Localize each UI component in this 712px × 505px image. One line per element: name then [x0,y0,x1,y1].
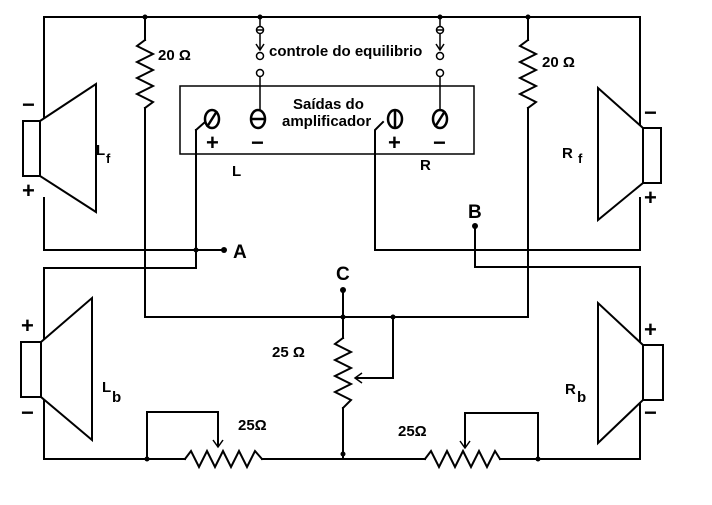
resistor-front-left-label: 20 Ω [158,47,191,64]
terminal-r-minus-sign: − [433,130,446,155]
speaker-back-right-sub: b [577,389,586,406]
potentiometer-bottom-right-label: 25Ω [398,423,427,440]
potentiometer-bottom-left [146,411,264,470]
bottom-loop-wires [43,249,641,460]
speaker-back-left-top-sign: + [21,313,34,338]
resistor-front-right-label: 20 Ω [542,54,575,71]
speaker-back-right-bottom-sign: − [644,400,657,425]
balance-control-left [255,17,265,110]
speaker-front-right-top-sign: − [644,100,657,125]
speaker-front-left-bottom-sign: + [22,178,35,203]
speaker-front-left-label: L [96,142,105,159]
top-loop-wires [43,16,641,251]
terminal-r-plus-sign: + [388,130,401,155]
resistor-front-right [517,16,539,318]
node-a-dot [221,247,227,253]
potentiometer-center-label: 25 Ω [272,344,305,361]
speaker-front-left-icon [22,82,97,214]
speaker-back-right-label: R [565,381,576,398]
potentiometer-center [332,316,394,460]
terminal-l-plus-sign: + [206,130,219,155]
speaker-back-right-icon [597,300,664,446]
speaker-back-left-sub: b [112,389,121,406]
speaker-front-left-top-sign: − [22,92,35,117]
channel-left-label: L [232,163,241,180]
balance-control-label: controle do equilibrio [269,43,422,60]
node-c-label: C [336,264,350,285]
potentiometer-bottom-left-label: 25Ω [238,417,267,434]
node-b-dot [472,223,478,229]
channel-right-label: R [420,157,431,174]
speaker-front-left-sub: f [106,151,111,166]
node-b-label: B [468,202,482,223]
speaker-back-right-top-sign: + [644,317,657,342]
speaker-back-left-label: L [102,379,111,396]
resistor-front-left [134,16,156,318]
speaker-front-right-icon [597,85,662,223]
speaker-front-right-sub: f [578,151,583,166]
potentiometer-bottom-right [423,412,539,470]
amp-terminal-r-minus [431,108,449,130]
speaker-front-right-bottom-sign: + [644,185,657,210]
amp-terminal-l-minus [249,108,267,130]
amp-terminal-r-plus [386,108,404,130]
amp-terminal-l-plus [203,108,221,130]
terminal-l-minus-sign: − [251,130,264,155]
amplifier-label-line2: amplificador [282,113,371,130]
speaker-back-left-icon [20,295,93,443]
amplifier-label-line1: Saídas do [293,96,364,113]
amplifier-box [179,85,475,155]
speaker-back-left-bottom-sign: − [21,400,34,425]
balance-control-right [435,17,445,110]
speaker-front-right-label: R [562,145,573,162]
node-a-label: A [233,242,247,263]
node-c-dot [340,287,346,293]
